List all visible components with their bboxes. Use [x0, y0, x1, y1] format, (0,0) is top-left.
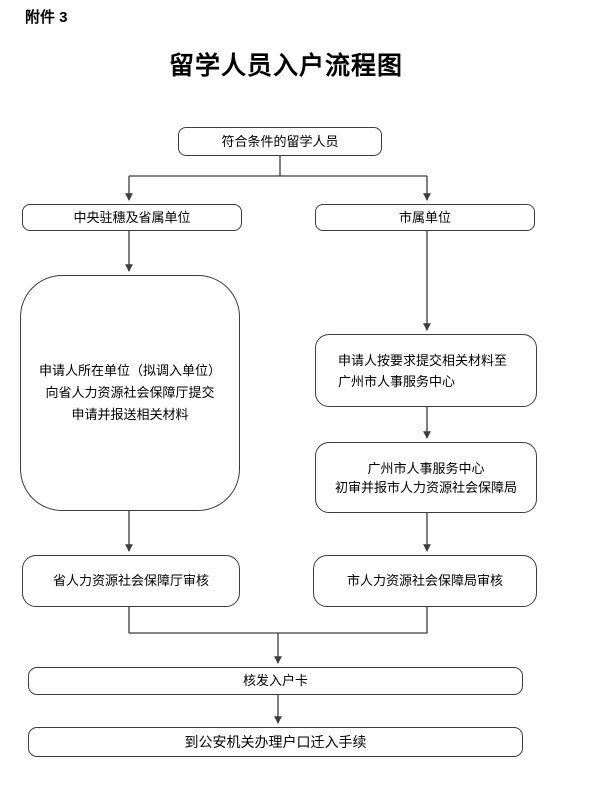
node-label: 核发入户卡	[242, 673, 308, 688]
node-label: 到公安机关办理户口迁入手续	[184, 734, 367, 750]
node-service-center-review: 广州市人事服务中心 初审并报市人力资源社会保障局	[315, 442, 537, 513]
page-title: 留学人员入户流程图	[168, 52, 403, 80]
node-label-line: 广州市人事服务中心	[338, 373, 456, 389]
node-municipal-unit: 市属单位	[315, 204, 535, 231]
node-provincial-audit: 省人力资源社会保障厅审核	[22, 555, 240, 607]
node-label-line: 申请并报送相关材料	[71, 407, 189, 422]
node-label-line: 初审并报市人力资源社会保障局	[334, 479, 517, 495]
node-label: 省人力资源社会保障厅审核	[52, 573, 209, 588]
attachment-label: 附件 3	[25, 9, 68, 26]
node-police-registration: 到公安机关办理户口迁入手续	[28, 727, 523, 757]
node-label-line: 申请人所在单位（拟调入单位）	[38, 363, 221, 378]
node-label: 符合条件的留学人员	[221, 133, 339, 149]
node-municipal-audit: 市人力资源社会保障局审核	[313, 555, 537, 607]
node-label: 市属单位	[398, 209, 451, 225]
node-label-line: 向省人力资源社会保障厅提交	[45, 385, 215, 400]
node-label: 市人力资源社会保障局审核	[346, 573, 503, 588]
node-label: 中央驻穗及省属单位	[73, 209, 191, 225]
node-label-line: 申请人按要求提交相关材料至	[338, 352, 508, 368]
node-issue-entry-card: 核发入户卡	[28, 667, 523, 695]
node-label-line: 广州市人事服务中心	[367, 460, 485, 476]
node-city-material-submission: 申请人按要求提交相关材料至 广州市人事服务中心	[315, 334, 537, 407]
node-eligible-students: 符合条件的留学人员	[178, 127, 382, 156]
node-central-provincial-unit: 中央驻穗及省属单位	[22, 204, 242, 231]
node-provincial-submission: 申请人所在单位（拟调入单位） 向省人力资源社会保障厅提交 申请并报送相关材料	[20, 275, 240, 511]
